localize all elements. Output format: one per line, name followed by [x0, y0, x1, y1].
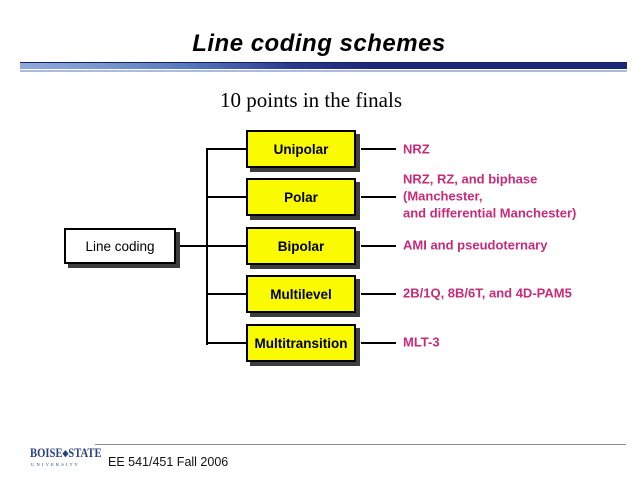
logo-word-boise: BOISE	[30, 445, 63, 460]
connector-root-to-trunk	[176, 245, 246, 247]
diagram-node-polar: Polar	[246, 178, 356, 216]
connector-branch-multilevel	[206, 293, 246, 295]
connector-branch-multitransition	[206, 342, 246, 344]
annotation-multilevel: 2B/1Q, 8B/6T, and 4D-PAM5	[403, 285, 572, 301]
connector-branch-unipolar	[206, 148, 246, 150]
node-label: Multilevel	[270, 286, 332, 302]
connector-multitransition-annotation	[361, 342, 396, 344]
boise-state-logo: BOISE◆STATE UNIVERSITY	[30, 445, 102, 467]
title-divider-underline	[20, 70, 627, 72]
annotation-polar: NRZ, RZ, and biphase (Manchester, and di…	[403, 171, 577, 221]
diagram-root-label: Line coding	[85, 238, 155, 254]
course-footer-label: EE 541/451 Fall 2006	[108, 455, 229, 469]
node-label: Bipolar	[277, 238, 325, 254]
title-divider	[20, 62, 627, 72]
boise-state-logo-university: UNIVERSITY	[31, 462, 80, 467]
connector-trunk	[206, 149, 208, 345]
diagram-node-bipolar: Bipolar	[246, 227, 356, 265]
connector-polar-annotation	[361, 196, 396, 198]
annotation-unipolar: NRZ	[403, 141, 430, 157]
boise-state-logo-wordmark: BOISE◆STATE	[30, 445, 102, 461]
connector-unipolar-annotation	[361, 148, 396, 150]
footer-divider	[95, 444, 626, 445]
connector-bipolar-annotation	[361, 245, 396, 247]
node-label: Unipolar	[273, 141, 329, 157]
diagram-node-multitransition: Multitransition	[246, 324, 356, 362]
connector-branch-polar	[206, 196, 246, 198]
node-label: Polar	[284, 189, 318, 205]
diagram-node-multilevel: Multilevel	[246, 275, 356, 313]
logo-word-state: STATE	[68, 445, 102, 460]
annotation-multitransition: MLT-3	[403, 334, 440, 350]
page-title: Line coding schemes	[192, 30, 446, 57]
title-divider-bar	[20, 62, 627, 69]
diamond-icon: ◆	[62, 448, 69, 458]
annotation-bipolar: AMI and pseudoternary	[403, 237, 548, 253]
slide-subtitle: 10 points in the finals	[220, 88, 402, 112]
diagram-node-unipolar: Unipolar	[246, 130, 356, 168]
node-label: Multitransition	[254, 335, 348, 351]
connector-multilevel-annotation	[361, 293, 396, 295]
diagram-root-node: Line coding	[64, 228, 176, 264]
